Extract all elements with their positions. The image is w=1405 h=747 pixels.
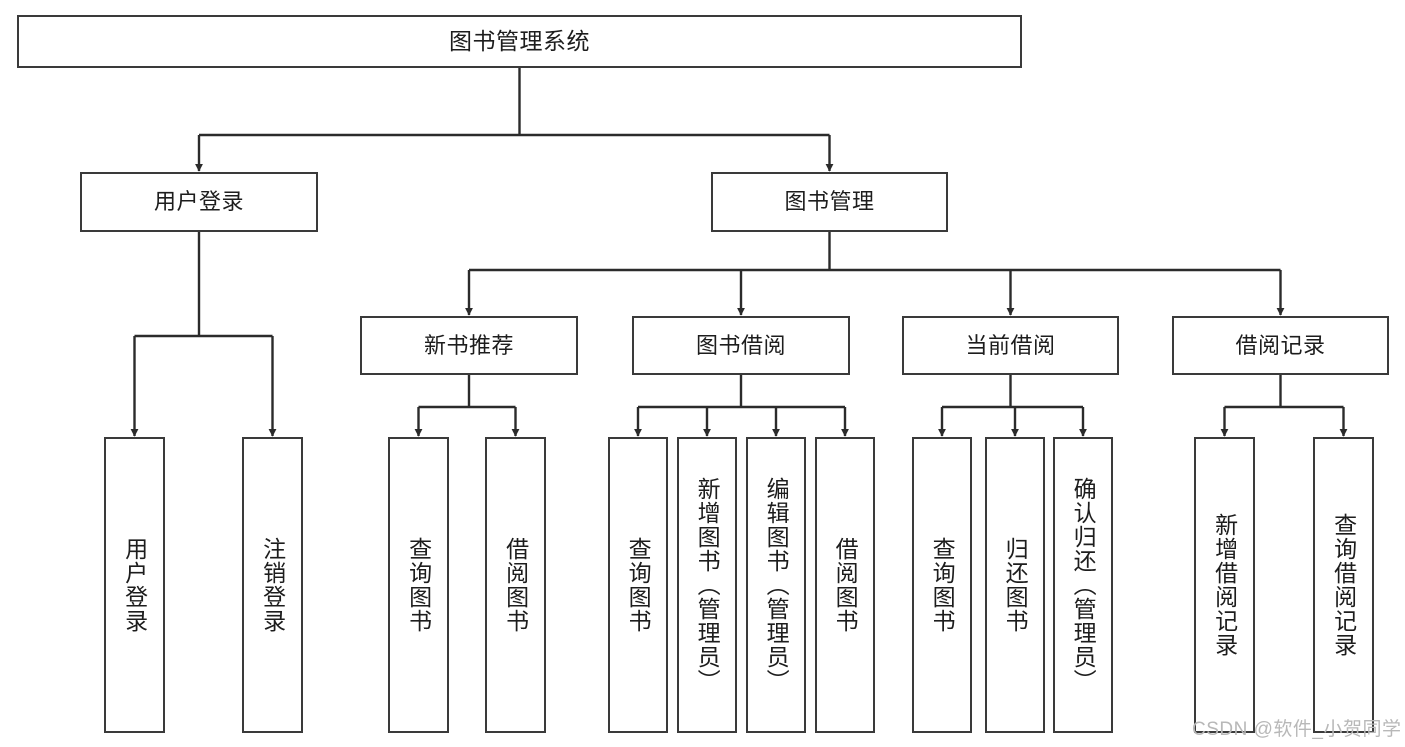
node-label: 查询图书 [929,537,956,633]
node-book-borrow[interactable]: 图书借阅 [632,316,850,375]
node-leaf-rec-query-book[interactable]: 查询图书 [388,437,449,733]
node-leaf-current-return-book[interactable]: 归还图书 [985,437,1045,733]
edge-group [130,68,1348,437]
node-leaf-borrow-query-book[interactable]: 查询图书 [608,437,668,733]
node-label: 编辑图书（管理员） [763,477,790,693]
node-leaf-record-query[interactable]: 查询借阅记录 [1313,437,1374,733]
node-label: 图书管理 [784,189,875,215]
node-label: 新书推荐 [423,332,514,358]
node-label: 新增借阅记录 [1211,513,1238,657]
node-book-manage[interactable]: 图书管理 [711,172,948,232]
node-leaf-rec-borrow-book[interactable]: 借阅图书 [485,437,546,733]
node-label: 确认归还（管理员） [1070,477,1097,693]
node-label: 借阅图书 [502,537,529,633]
node-label: 用户登录 [153,189,244,215]
node-label: 查询借阅记录 [1330,513,1357,657]
node-leaf-user-logout[interactable]: 注销登录 [242,437,303,733]
node-leaf-user-login[interactable]: 用户登录 [104,437,165,733]
node-label: 借阅记录 [1235,332,1326,358]
node-root[interactable]: 图书管理系统 [17,15,1022,68]
node-leaf-borrow-add-book[interactable]: 新增图书（管理员） [677,437,737,733]
node-label: 查询图书 [625,537,652,633]
node-borrow-record[interactable]: 借阅记录 [1172,316,1389,375]
node-new-book-rec[interactable]: 新书推荐 [360,316,578,375]
node-leaf-current-confirm-return[interactable]: 确认归还（管理员） [1053,437,1113,733]
node-leaf-borrow-borrow-book[interactable]: 借阅图书 [815,437,875,733]
node-label: 归还图书 [1002,537,1029,633]
node-leaf-record-add[interactable]: 新增借阅记录 [1194,437,1255,733]
node-label: 用户登录 [121,537,148,633]
node-label: 图书管理系统 [449,27,590,54]
node-label: 当前借阅 [965,332,1056,358]
node-current-borrow[interactable]: 当前借阅 [902,316,1119,375]
node-leaf-borrow-edit-book[interactable]: 编辑图书（管理员） [746,437,806,733]
node-label: 注销登录 [259,537,286,633]
node-label: 借阅图书 [832,537,859,633]
node-leaf-current-query-book[interactable]: 查询图书 [912,437,972,733]
node-label: 新增图书（管理员） [694,477,721,693]
node-label: 图书借阅 [695,332,786,358]
node-user-login[interactable]: 用户登录 [80,172,318,232]
node-label: 查询图书 [405,537,432,633]
watermark-text: CSDN @软件_小贺同学 [1192,719,1402,740]
